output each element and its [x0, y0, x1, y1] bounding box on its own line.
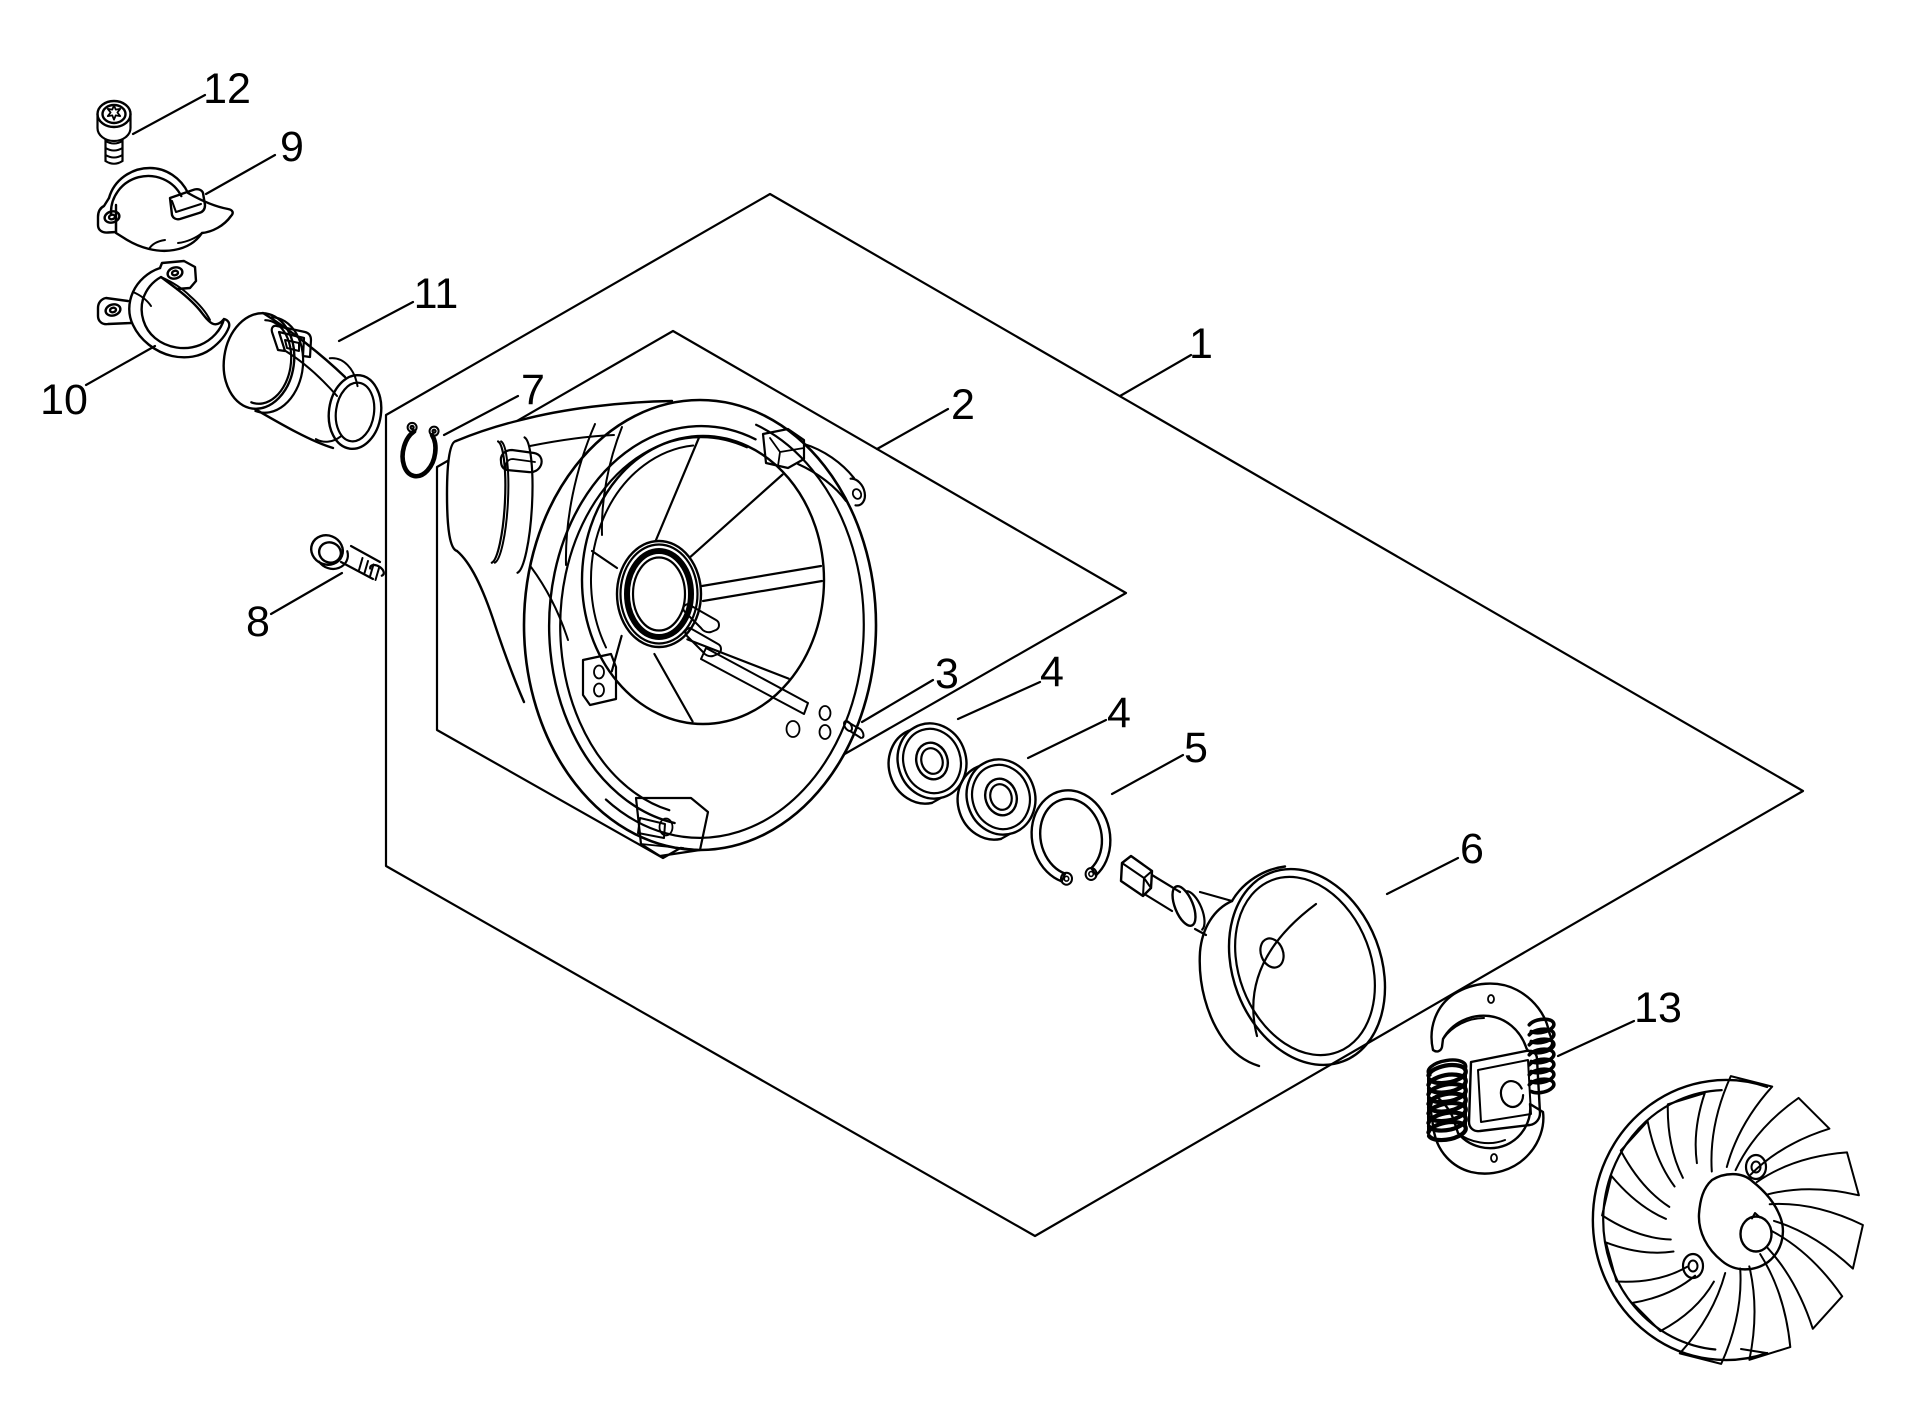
- svg-text:7: 7: [521, 366, 545, 414]
- svg-text:11: 11: [414, 270, 459, 318]
- svg-text:12: 12: [203, 65, 251, 113]
- svg-text:4: 4: [1040, 648, 1064, 696]
- svg-text:8: 8: [246, 598, 270, 646]
- svg-text:3: 3: [935, 650, 959, 698]
- svg-text:9: 9: [280, 123, 304, 171]
- svg-text:2: 2: [951, 381, 975, 429]
- svg-text:13: 13: [1634, 984, 1682, 1032]
- svg-text:5: 5: [1184, 724, 1208, 772]
- svg-text:10: 10: [40, 376, 88, 424]
- svg-text:6: 6: [1460, 825, 1484, 873]
- svg-text:1: 1: [1189, 320, 1213, 368]
- svg-text:4: 4: [1107, 689, 1131, 737]
